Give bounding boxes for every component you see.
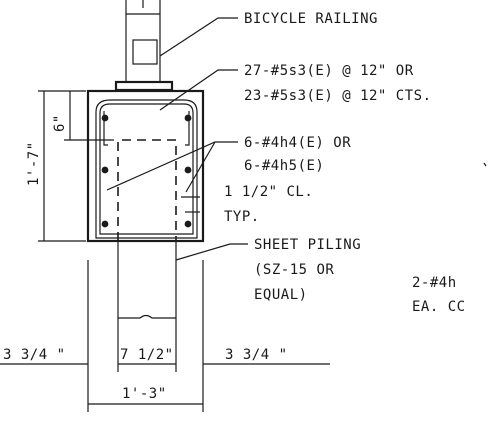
label-piling-line2: (SZ-15 OR — [254, 262, 334, 278]
label-bicycle-railing: BICYCLE RAILING — [244, 11, 378, 27]
dim-height-top: 6" — [52, 114, 68, 132]
dim-pile-width: 7 1/2" — [120, 347, 174, 363]
label-bar-line1: 6-#4h4(E) OR — [244, 135, 351, 151]
dim-right-offset: 3 3/4 " — [225, 347, 288, 363]
label-clearance: 1 1/2" CL. — [224, 184, 313, 200]
label-right-cut-line2: EA. CC — [412, 299, 466, 315]
label-piling-line1: SHEET PILING — [254, 237, 361, 253]
label-stirrup-line1: 27-#5s3(E) @ 12" OR — [244, 63, 414, 79]
label-bar-line2: 6-#4h5(E) — [244, 158, 324, 174]
dim-height-total: 1'-7" — [26, 141, 42, 186]
dimension-lines — [0, 90, 330, 412]
leader-lines — [106, 17, 248, 261]
bicycle-railing-post — [114, 0, 174, 92]
dim-left-offset: 3 3/4 " — [3, 347, 66, 363]
stray-tick-mark — [483, 162, 487, 167]
label-right-cut-line1: 2-#4h — [412, 275, 457, 291]
label-stirrup-line2: 23-#5s3(E) @ 12" CTS. — [244, 88, 432, 104]
dim-total-width: 1'-3" — [122, 386, 167, 402]
label-clearance-typ: TYP. — [224, 209, 260, 225]
label-piling-line3: EQUAL) — [254, 287, 308, 303]
sheet-piling — [117, 139, 177, 330]
concrete-section — [86, 89, 205, 243]
